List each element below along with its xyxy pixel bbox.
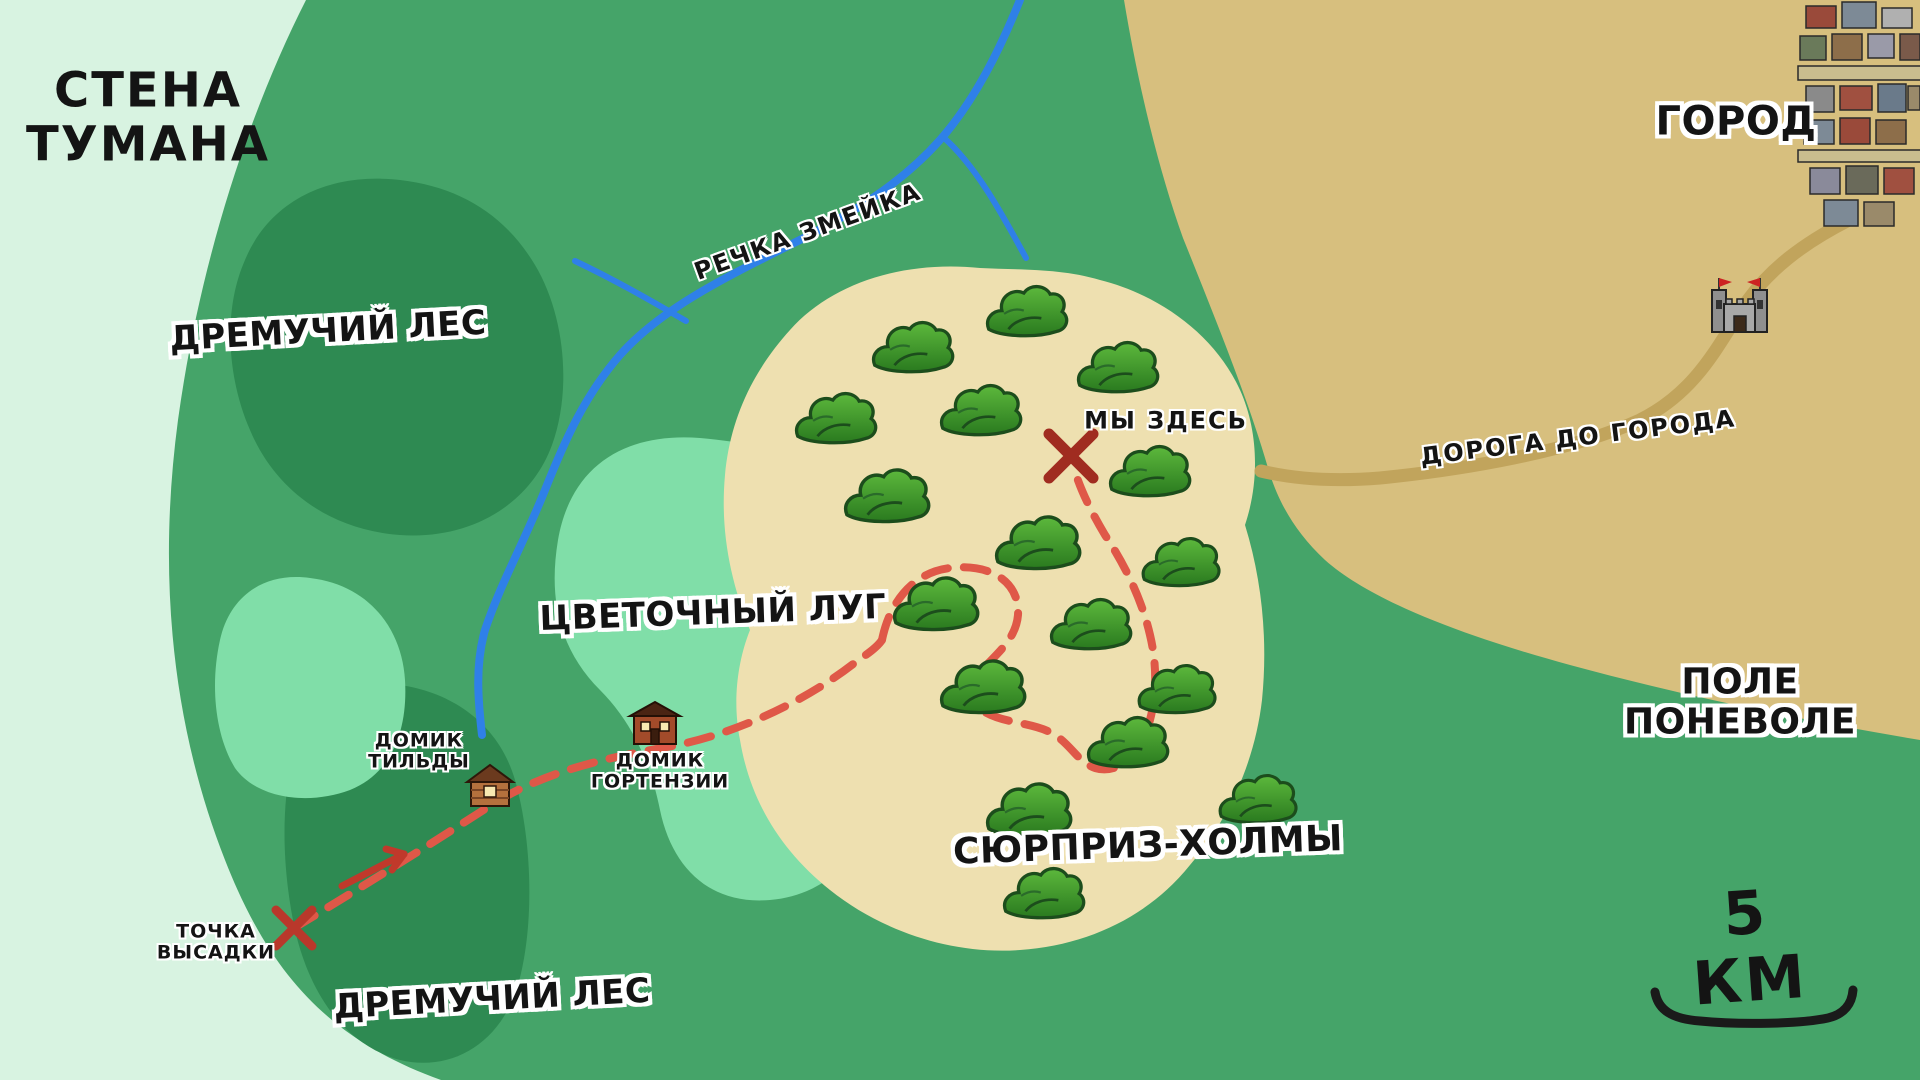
surprise-hills-region bbox=[723, 266, 1265, 951]
route-arrow bbox=[338, 845, 408, 890]
city-field-region bbox=[1124, 0, 1920, 740]
hortensia-house-icon bbox=[626, 700, 684, 745]
castle-icon bbox=[1711, 278, 1768, 333]
road-to-city bbox=[1254, 213, 1856, 487]
route-path bbox=[290, 461, 1160, 932]
tilda-house-icon bbox=[463, 763, 517, 807]
dense-forest-north-region bbox=[230, 178, 564, 536]
we-are-here-x-marker bbox=[1043, 428, 1099, 484]
river bbox=[474, 0, 1029, 739]
small-meadow-region bbox=[215, 577, 406, 799]
scale-bracket bbox=[1650, 985, 1858, 1028]
drop-point-x-marker bbox=[271, 905, 317, 951]
city-pixel-art bbox=[1797, 1, 1920, 227]
